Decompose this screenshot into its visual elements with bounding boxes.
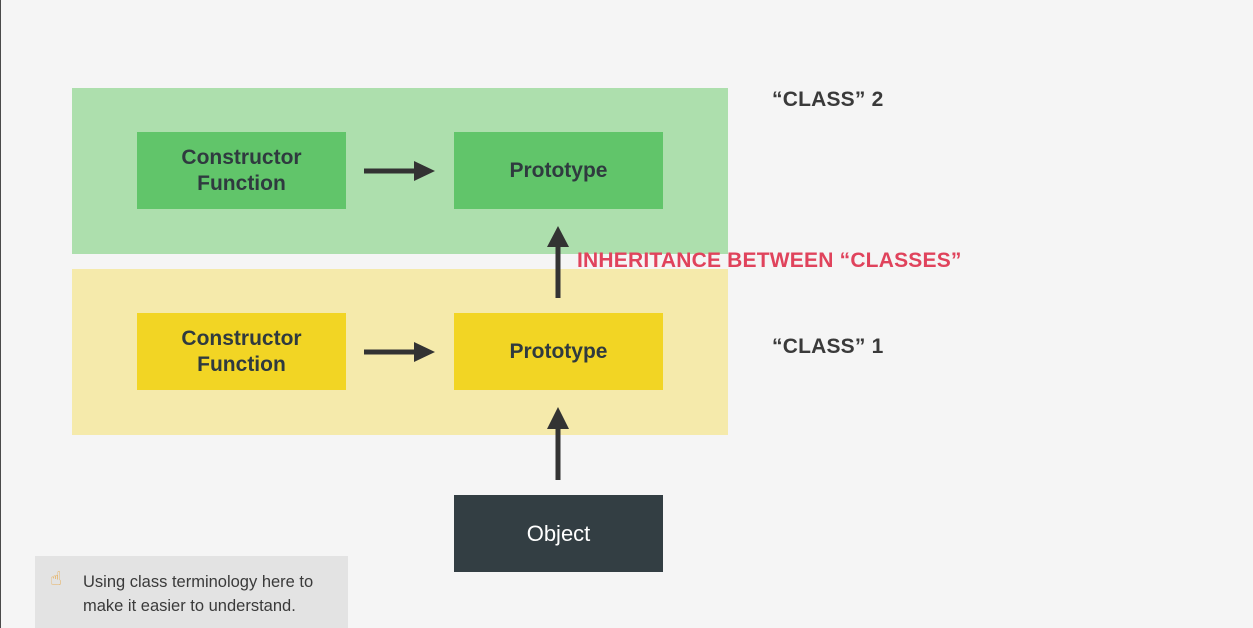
- class2-prototype-box: Prototype: [454, 132, 663, 209]
- arrow-class1-prototype-to-class2-prototype: [547, 226, 569, 298]
- class1-prototype-box: Prototype: [454, 313, 663, 390]
- class1-constructor-function-box: Constructor Function: [137, 313, 346, 390]
- arrow-object-to-class1-prototype: [547, 407, 569, 480]
- class1-label: “CLASS” 1: [772, 335, 884, 358]
- arrow-class2-constructor-to-prototype: [364, 161, 435, 181]
- arrow-class1-constructor-to-prototype: [364, 342, 435, 362]
- note-text: Using class terminology here to make it …: [83, 573, 314, 615]
- object-box: Object: [454, 495, 663, 572]
- class2-constructor-function-box: Constructor Function: [137, 132, 346, 209]
- left-edge-divider: [0, 0, 1, 628]
- inheritance-label: INHERITANCE BETWEEN “CLASSES”: [577, 249, 962, 272]
- note-box: ☝ Using class terminology here to make i…: [35, 556, 348, 628]
- class2-label: “CLASS” 2: [772, 88, 884, 111]
- pointing-finger-icon: ☝: [50, 569, 62, 590]
